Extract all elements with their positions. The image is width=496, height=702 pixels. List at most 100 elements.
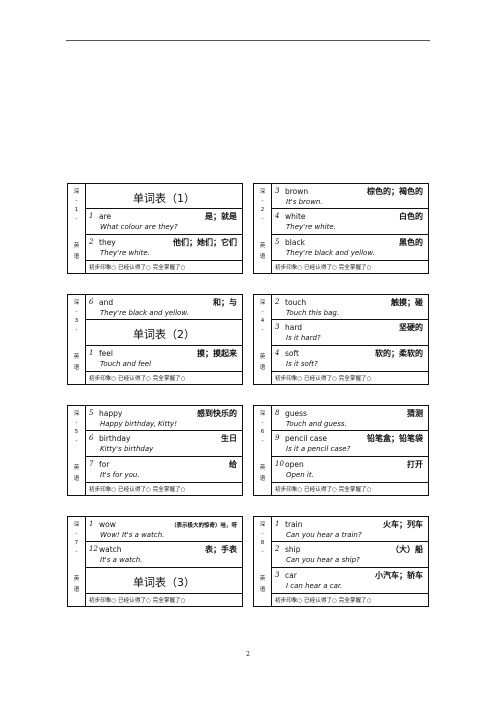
side-label-char: -: [261, 327, 264, 333]
side-label-char: -: [75, 438, 78, 444]
vocab-word: brown: [285, 187, 309, 196]
vocab-number: 1: [89, 520, 94, 528]
side-label-char: -: [75, 309, 78, 315]
mastery-footer: 初步印象○ 已经认得了○ 完全掌握了○: [272, 261, 428, 275]
vocab-meaning: 铅笔盒；铅笔袋: [367, 434, 423, 443]
vocab-word: ship: [285, 545, 301, 554]
vocab-example: They're white.: [286, 223, 336, 231]
vocab-meaning: 猜测: [407, 409, 423, 418]
vocab-example: They're black and yellow.: [100, 309, 189, 317]
mastery-checklist: 初步印象○ 已经认得了○ 完全掌握了○: [275, 487, 372, 493]
vocab-example: Touch and feel: [100, 360, 152, 368]
vocab-example: Open it.: [286, 471, 314, 479]
header-rule: [66, 40, 430, 41]
side-label-char: 语: [73, 587, 80, 593]
mastery-checklist: 初步印象○ 已经认得了○ 完全掌握了○: [275, 598, 372, 604]
vocab-number: 9: [275, 434, 280, 442]
vocab-example: It's a watch.: [100, 556, 143, 564]
side-label-char: 语: [73, 365, 80, 371]
mastery-footer: 初步印象○ 已经认得了○ 完全掌握了○: [86, 594, 242, 608]
vocab-number: 1: [89, 212, 94, 220]
vocab-example: Can you hear a ship?: [286, 556, 360, 564]
vocab-word: wow: [99, 520, 116, 529]
vocab-number: 4: [275, 212, 280, 220]
side-label-char: 8: [260, 540, 265, 546]
vocab-number: 3: [275, 187, 280, 195]
vocab-word: guess: [285, 409, 307, 418]
side-label-char: 英: [259, 243, 266, 249]
mastery-checklist: 初步印象○ 已经认得了○ 完全掌握了○: [89, 265, 186, 271]
side-label-char: 深: [73, 300, 80, 306]
vocab-meaning: 白色的: [399, 212, 423, 221]
vocab-word: soft: [285, 349, 299, 358]
word-list-title-row: 单词表（1）: [86, 184, 242, 209]
card-side-label: 深-7-英语: [68, 517, 86, 606]
vocab-example: What colour are they?: [100, 223, 178, 231]
side-label-char: -: [75, 549, 78, 555]
side-label-char: 语: [259, 587, 266, 593]
vocab-number: 3: [275, 571, 280, 579]
mastery-footer: 初步印象○ 已经认得了○ 完全掌握了○: [272, 372, 428, 386]
side-label-char: -: [75, 198, 78, 204]
vocab-meaning: 生日: [221, 434, 237, 443]
vocab-meaning: 和；与: [213, 298, 237, 307]
vocab-number: 2: [89, 238, 94, 246]
side-label-char: -: [261, 216, 264, 222]
side-label-char: 英: [73, 243, 80, 249]
vocab-word: touch: [285, 298, 307, 307]
vocab-meaning: 黑色的: [399, 238, 423, 247]
side-label-char: 深: [259, 522, 266, 528]
side-label-char: 4: [260, 318, 265, 324]
side-label-char: 英: [73, 465, 80, 471]
vocab-example: I can hear a car.: [286, 582, 343, 590]
side-label-char: 3: [74, 318, 79, 324]
mastery-checklist: 初步印象○ 已经认得了○ 完全掌握了○: [89, 376, 186, 382]
mastery-footer: 初步印象○ 已经认得了○ 完全掌握了○: [86, 261, 242, 275]
vocab-number: 5: [275, 238, 280, 246]
vocab-number: 5: [89, 409, 94, 417]
side-label-char: 语: [259, 476, 266, 482]
side-label-char: 5: [74, 429, 79, 435]
side-label-char: 深: [73, 522, 80, 528]
side-label-char: 英: [259, 354, 266, 360]
mastery-footer: 初步印象○ 已经认得了○ 完全掌握了○: [86, 483, 242, 497]
vocab-meaning: 摸；摸起来: [197, 349, 237, 358]
vocab-meaning: 触摸；碰: [391, 298, 423, 307]
card-side-label: 深-1-英语: [68, 184, 86, 273]
vocab-number: 2: [275, 298, 280, 306]
side-label-char: 英: [259, 576, 266, 582]
side-label-char: -: [261, 531, 264, 537]
side-label-char: 2: [260, 207, 265, 213]
vocab-number: 7: [89, 460, 94, 468]
side-label-char: 深: [73, 411, 80, 417]
vocab-word: and: [99, 298, 114, 307]
mastery-footer: 初步印象○ 已经认得了○ 完全掌握了○: [86, 372, 242, 386]
vocab-example: Happy birthday, Kitty!: [100, 420, 178, 428]
side-label-char: -: [75, 531, 78, 537]
card-side-label: 深-6-英语: [254, 406, 272, 495]
side-label-char: 语: [73, 254, 80, 260]
side-label-char: 深: [259, 300, 266, 306]
vocab-number: 2: [275, 545, 280, 553]
vocab-meaning: 棕色的；褐色的: [367, 187, 423, 196]
